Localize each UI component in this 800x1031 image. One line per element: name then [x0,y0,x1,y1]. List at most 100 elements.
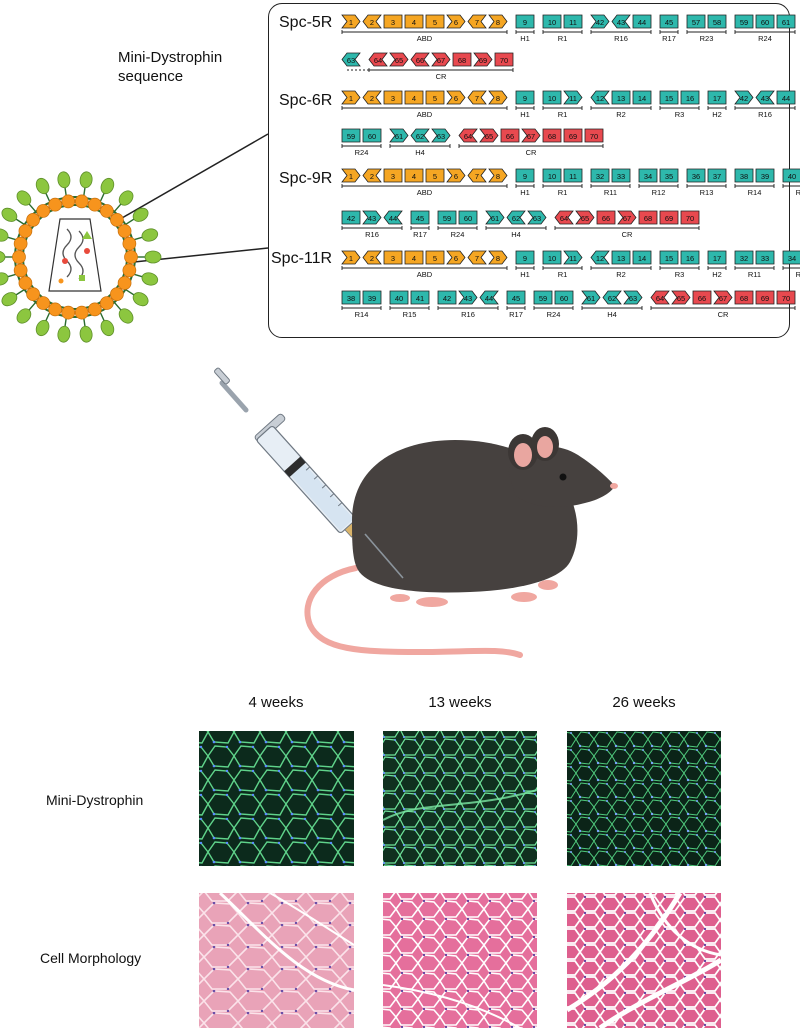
exon-3-label: 3 [391,254,395,263]
exon-14-label: 14 [638,94,646,103]
domain-H2-label: H2 [712,270,722,279]
he-image-26-weeks [565,891,723,1031]
exon-5-block [425,90,445,105]
exon-62-block [506,210,526,225]
exon-32-label: 32 [596,172,604,181]
capsid-protein [132,207,149,222]
capsid-protein [100,319,115,337]
exon-45-block [506,290,526,305]
exon-6-label: 6 [454,18,458,27]
exon-42-label: 42 [596,18,604,27]
exon-70-block [680,210,700,225]
capsid-protein [35,177,50,195]
exon-38-block [341,290,361,305]
capsid-subunit [110,287,124,301]
exon-67-label: 67 [437,56,445,65]
exon-8-block [488,14,508,29]
capsid-protein [0,272,9,286]
domain-H4-label: H4 [607,310,617,319]
exon-5-label: 5 [433,94,437,103]
exon-44-label: 44 [638,18,646,27]
exon-17-block [707,250,727,265]
exon-61-block [389,128,409,143]
capsid-subunit [61,194,76,209]
exon-10-label: 10 [548,18,556,27]
domain-R24-label: R24 [355,148,369,157]
capsid-protein [16,308,32,324]
exon-10-block [542,250,562,265]
if-image-13-weeks [382,731,538,866]
exon-17-label: 17 [713,254,721,263]
exon-65-block [575,210,595,225]
exon-9-block [515,14,535,29]
exon-44-label: 44 [485,294,493,303]
exon-66-block [692,290,712,305]
domain-R24-label: R24 [451,230,465,239]
domain-R3-label: R3 [675,110,685,119]
domain-R15-label: R15 [796,188,800,197]
exon-10-label: 10 [548,254,556,263]
exon-7-label: 7 [475,254,479,263]
title-line-1: Mini-Dystrophin [118,49,223,66]
capsid-protein [57,171,71,189]
capsid-subunit [36,296,51,310]
exon-5-label: 5 [433,254,437,263]
exon-68-block [638,210,658,225]
mini-dystrophin-sequence-title: Mini-Dystrophin sequence [118,48,222,86]
exon-69-block [755,290,775,305]
exon-65-block [389,52,409,67]
timepoint-26-weeks: 26 weeks [612,694,676,711]
exon-3-label: 3 [391,94,395,103]
exon-1-block [341,14,361,29]
exon-6-label: 6 [454,254,458,263]
exon-43-label: 43 [464,294,472,303]
exon-10-block [542,14,562,29]
capsid-protein [0,250,6,264]
exon-8-label: 8 [496,18,500,27]
exon-4-block [404,250,424,265]
capsid-subunit [122,236,137,251]
exon-40-label: 40 [395,294,403,303]
exon-4-label: 4 [412,172,416,181]
exon-59-label: 59 [740,18,748,27]
cargo-dot [84,248,90,254]
exon-33-block [755,250,775,265]
exon-7-label: 7 [475,18,479,27]
domain-R2-label: R2 [616,110,626,119]
exon-60-block [458,210,478,225]
exon-2-label: 2 [370,94,374,103]
exon-60-block [362,128,382,143]
exon-1-label: 1 [349,254,353,263]
exon-64-label: 64 [464,132,472,141]
exon-61-label: 61 [491,214,499,223]
domain-R1-label: R1 [558,34,568,43]
exon-70-label: 70 [686,214,694,223]
domain-R14-label: R14 [748,188,762,197]
exon-64-block [650,290,670,305]
domain-R24-label: R24 [547,310,561,319]
domain-R16-label: R16 [614,34,628,43]
exon-32-block [590,168,610,183]
exon-42-block [341,210,361,225]
capsid-protein [79,171,93,189]
exon-69-label: 69 [479,56,487,65]
exon-65-label: 65 [581,214,589,223]
exon-63-block [341,52,361,67]
exon-12-label: 12 [596,254,604,263]
exon-9-block [515,168,535,183]
exon-3-block [383,14,403,29]
capsid-subunit [110,213,124,227]
exon-69-block [563,128,583,143]
exon-40-block [782,168,800,183]
capsid-subunit [48,302,62,317]
exon-34-block [782,250,800,265]
exon-59-block [734,14,754,29]
capsid-subunit [99,204,114,218]
exon-10-label: 10 [548,172,556,181]
exon-62-label: 62 [416,132,424,141]
timepoint-13-weeks: 13 weeks [428,694,492,711]
exon-69-block [659,210,679,225]
exon-43-label: 43 [761,94,769,103]
exon-36-label: 36 [692,172,700,181]
